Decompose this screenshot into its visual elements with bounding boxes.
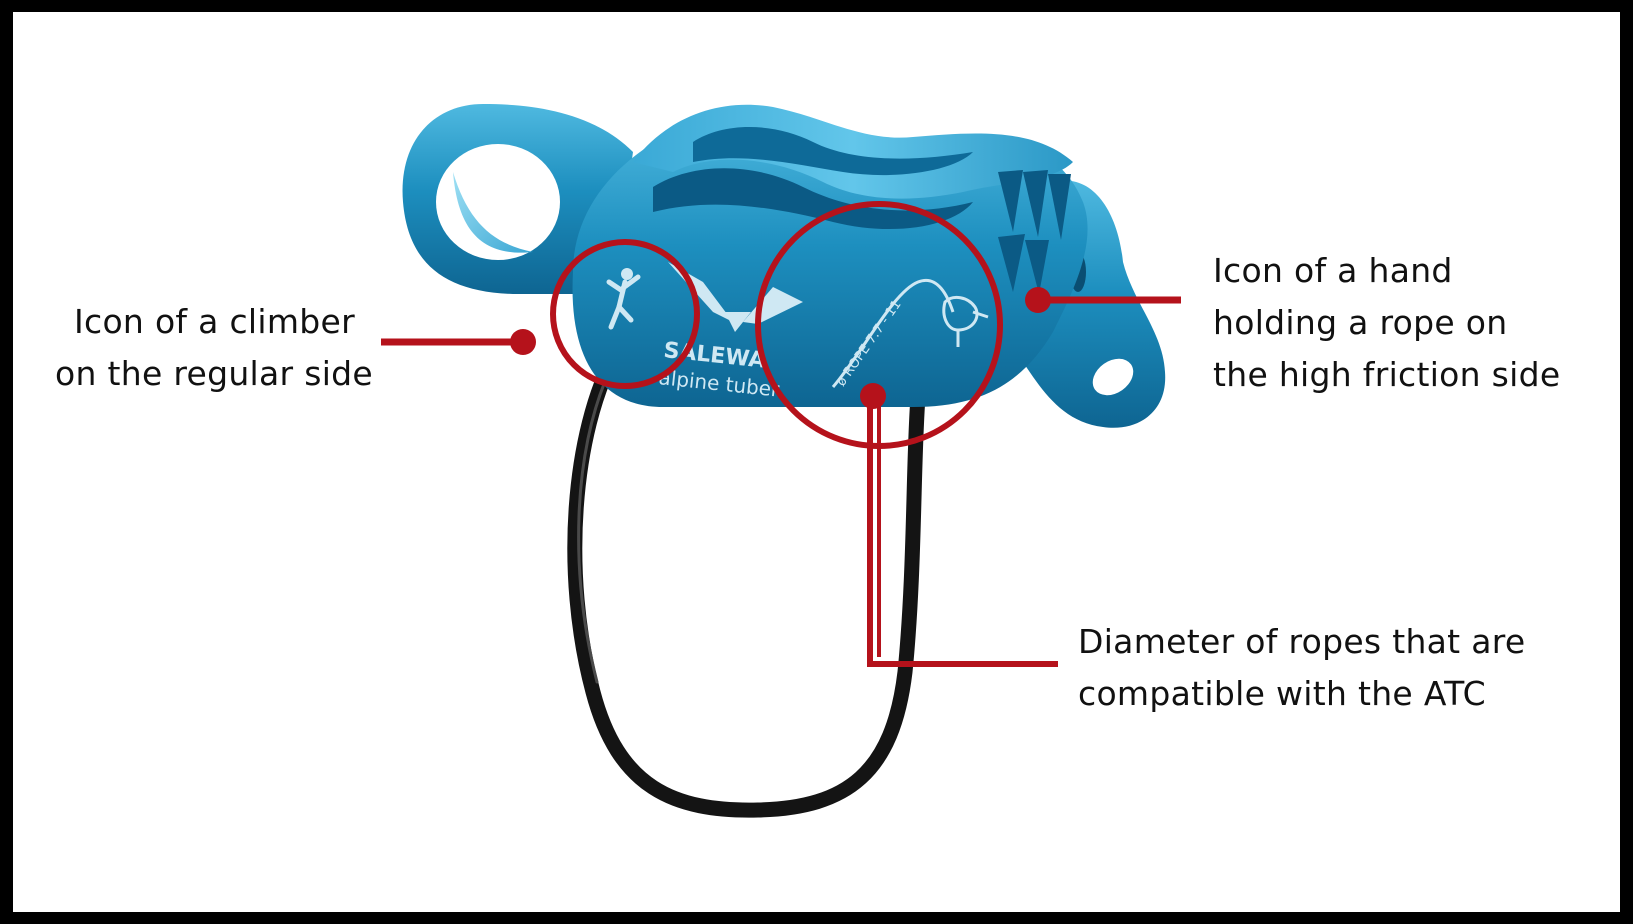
climber-highlight-circle	[550, 239, 700, 389]
rope-slot-front	[653, 168, 973, 230]
hand-callout-label: Icon of a hand holding a rope on the hig…	[1213, 245, 1561, 401]
friction-grooves	[998, 170, 1071, 294]
wire-loop	[567, 346, 926, 818]
diameter-callout-line	[867, 396, 1058, 667]
diameter-callout-label: Diameter of ropes that are compatible wi…	[1078, 616, 1525, 720]
climber-callout-line-1: Icon of a climber	[73, 302, 355, 341]
belay-device-illustration: SALEWA alpine tuber ø ROPE 7.7 - 11	[381, 104, 1181, 818]
hand-callout-line-2: holding a rope on	[1213, 303, 1508, 342]
hand-callout-dot	[1025, 287, 1051, 313]
diameter-callout-line-1: Diameter of ropes that are	[1078, 622, 1526, 661]
hand-callout-line-3: the high friction side	[1213, 355, 1561, 394]
hand-engraving-icon	[942, 295, 989, 347]
diameter-callout-dot	[860, 383, 886, 409]
left-eyelet-hole	[436, 144, 560, 260]
diameter-callout-line-2: compatible with the ATC	[1078, 674, 1486, 713]
right-tail-hole	[1092, 358, 1134, 396]
rope-arc-engraving	[831, 278, 955, 388]
hand-callout-line-1: Icon of a hand	[1213, 251, 1453, 290]
left-eyelet-hole-inner	[453, 172, 533, 253]
diagram-panel: SALEWA alpine tuber ø ROPE 7.7 - 11	[13, 12, 1620, 912]
climber-callout-line-2: on the regular side	[55, 354, 374, 393]
climber-engraving-icon	[606, 268, 641, 330]
climber-callout-dot	[510, 329, 536, 355]
rope-slot-back	[693, 127, 973, 176]
climber-callout-label: Icon of a climber on the regular side	[55, 296, 374, 400]
wire-loop-highlight	[577, 370, 611, 684]
